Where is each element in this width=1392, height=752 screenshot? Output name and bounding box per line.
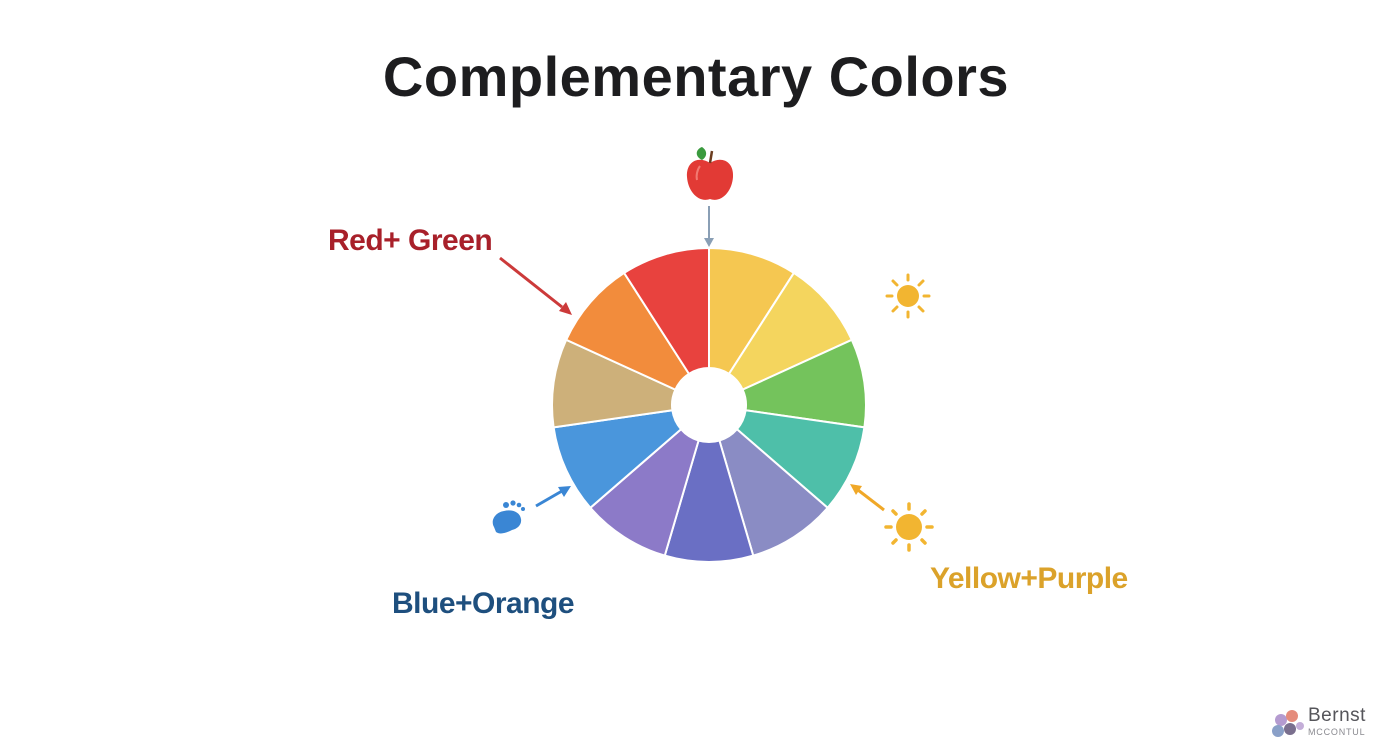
wheel-segments: [551, 246, 867, 563]
pair-label-blue-orange: Blue+Orange: [392, 587, 575, 620]
footprint-icon: [492, 500, 525, 534]
arrow-apple-down: [704, 206, 714, 247]
page-title: Complementary Colors: [382, 45, 1010, 108]
logo-text-line1: Bernst: [1308, 705, 1366, 726]
wheel-center-hole: [672, 368, 746, 442]
pair-label-red-green: Red+ Green: [328, 224, 493, 257]
logo-mark-icon: [1272, 710, 1304, 737]
brand-logo: Bernst MCCONTUL: [1270, 704, 1385, 744]
logo-text-line2: MCCONTUL: [1308, 727, 1366, 737]
pair-label-yellow-purple: Yellow+Purple: [930, 562, 1128, 595]
apple-icon: [686, 147, 734, 200]
sun-icon-bottom: [884, 502, 934, 552]
sun-icon-top: [885, 273, 931, 319]
arrow-blue-orange: [535, 486, 571, 508]
arrow-red-green: [499, 256, 572, 315]
arrow-yellow-purple: [850, 484, 885, 512]
